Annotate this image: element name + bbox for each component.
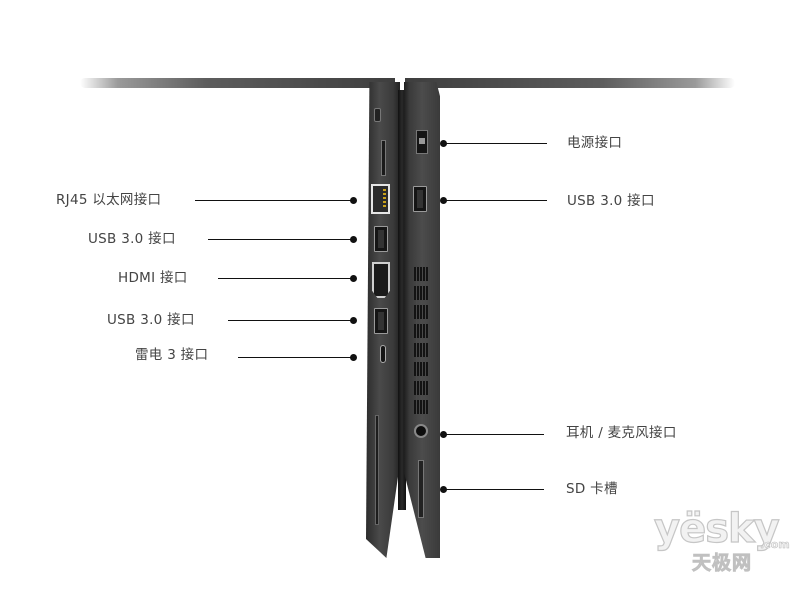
leader-line: [444, 489, 544, 490]
watermark-cn: 天极网: [692, 552, 753, 575]
leader-line: [444, 143, 547, 144]
label-power: 电源接口: [567, 135, 623, 151]
leader-line: [208, 239, 353, 240]
usb-port-icon: [374, 226, 388, 252]
smartcard-slot-icon: [375, 415, 379, 525]
leader-line: [218, 278, 353, 279]
label-rj45: RJ45 以太网接口: [56, 192, 162, 208]
sim-slot-icon: [381, 140, 386, 176]
lock-slot-icon: [374, 108, 381, 122]
pointer-dot: [440, 486, 447, 493]
rj45-port-icon: [371, 184, 390, 214]
pointer-dot: [350, 275, 357, 282]
right-laptop-lid-edge: [405, 78, 735, 88]
pointer-dot: [440, 431, 447, 438]
leader-line: [444, 200, 547, 201]
left-laptop-lid-edge: [80, 78, 395, 88]
pointer-dot: [350, 354, 357, 361]
leader-line: [228, 320, 353, 321]
vent-grille: [414, 267, 428, 415]
audio-jack-icon: [414, 424, 428, 438]
pointer-dot: [350, 317, 357, 324]
label-headphone-mic: 耳机 / 麦克风接口: [566, 425, 677, 441]
leader-line: [238, 357, 353, 358]
pointer-dot: [350, 236, 357, 243]
watermark-suffix: .com: [760, 538, 790, 552]
label-hdmi: HDMI 接口: [118, 270, 188, 286]
usb-port-icon: [413, 186, 427, 212]
label-usb-left-2: USB 3.0 接口: [107, 312, 195, 328]
label-usb-right: USB 3.0 接口: [567, 193, 655, 209]
yesky-watermark: yësky .com 天极网: [648, 506, 798, 575]
leader-line: [195, 200, 353, 201]
watermark-logo-text: yësky: [653, 506, 780, 552]
thunderbolt-port-icon: [380, 345, 386, 363]
leader-line: [444, 434, 544, 435]
label-thunderbolt: 雷电 3 接口: [135, 347, 209, 363]
sd-slot-icon: [418, 460, 424, 518]
hdmi-port-icon: [372, 262, 390, 298]
label-usb-left-1: USB 3.0 接口: [88, 231, 176, 247]
hinge-gap: [398, 90, 406, 510]
label-sd-card: SD 卡槽: [566, 481, 618, 497]
usb-port-icon: [374, 308, 388, 334]
pointer-dot: [440, 197, 447, 204]
power-port-icon: [416, 130, 428, 154]
pointer-dot: [350, 197, 357, 204]
pointer-dot: [440, 140, 447, 147]
